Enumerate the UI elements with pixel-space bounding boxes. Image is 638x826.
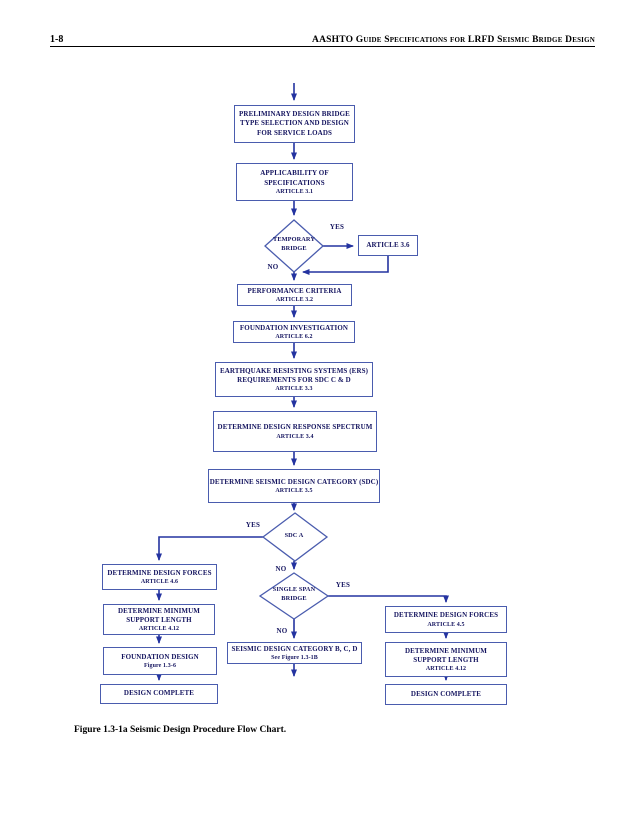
flow-node-applicability: APPLICABILITY OF SPECIFICATIONS ARTICLE … — [236, 163, 353, 201]
flow-node-title: FOUNDATION INVESTIGATION — [239, 323, 349, 332]
flow-node-article: ARTICLE 4.6 — [140, 579, 179, 586]
decision-diamond-single-span — [258, 572, 330, 620]
flow-node-title: PERFORMANCE CRITERIA — [247, 286, 342, 295]
flow-node-title: DETERMINE DESIGN FORCES — [393, 611, 499, 620]
flow-node-title: SEISMIC DESIGN CATEGORY B, C, D — [231, 644, 358, 653]
flow-node-support-length-left: DETERMINE MINIMUM SUPPORT LENGTH ARTICLE… — [103, 604, 215, 635]
flow-node-design-forces-right: DETERMINE DESIGN FORCES ARTICLE 4.5 — [385, 606, 507, 633]
flow-node-article: ARTICLE 3.5 — [275, 488, 313, 495]
edge-label-yes-single-span: YES — [335, 581, 351, 589]
decision-label-single-span: SINGLE SPAN BRIDGE — [272, 586, 316, 602]
page-header: 1-8 AASHTO Guide Specifications for LRFD… — [50, 31, 595, 47]
flow-node-title: PRELIMINARY DESIGN BRIDGE TYPE SELECTION… — [239, 110, 350, 137]
flow-node-title: ARTICLE 3.6 — [366, 240, 410, 249]
flow-node-title: DETERMINE SEISMIC DESIGN CATEGORY (SDC) — [209, 477, 379, 486]
edge-label-no-sdc-a: NO — [275, 565, 287, 573]
flow-node-title: EARTHQUAKE RESISTING SYSTEMS (ERS) REQUI… — [219, 366, 369, 384]
flow-node-foundation-investigation: FOUNDATION INVESTIGATION ARTICLE 6.2 — [233, 321, 355, 343]
edge-label-yes-temporary: YES — [329, 223, 345, 231]
flow-node-preliminary-design: PRELIMINARY DESIGN BRIDGE TYPE SELECTION… — [234, 105, 355, 143]
flow-node-article: ARTICLE 3.3 — [275, 386, 313, 393]
flow-node-article: ARTICLE 3.4 — [276, 433, 314, 440]
decision-label-temporary-bridge: TEMPORARY BRIDGE — [273, 236, 315, 252]
figure-caption: Figure 1.3-1a Seismic Design Procedure F… — [74, 725, 287, 735]
flow-node-foundation-design: FOUNDATION DESIGN Figure 1.3-6 — [103, 647, 217, 675]
flow-node-article: ARTICLE 4.5 — [427, 621, 465, 628]
flow-node-support-length-right: DETERMINE MINIMUM SUPPORT LENGTH ARTICLE… — [385, 642, 507, 677]
flow-node-title: FOUNDATION DESIGN — [121, 652, 199, 661]
edge-label-no-temporary: NO — [267, 263, 279, 271]
flow-node-design-complete-left: DESIGN COMPLETE — [100, 684, 218, 704]
flow-node-article: ARTICLE 3.1 — [275, 188, 314, 195]
flow-node-title: DETERMINE MINIMUM SUPPORT LENGTH — [404, 646, 487, 664]
flow-node-title: DESIGN COMPLETE — [123, 689, 195, 698]
connector-single-span-yes-right-branch — [328, 595, 449, 603]
flow-node-article: ARTICLE 4.12 — [425, 666, 467, 673]
decision-label-sdc-a: SDC A — [284, 532, 304, 539]
flow-node-ers-requirements: EARTHQUAKE RESISTING SYSTEMS (ERS) REQUI… — [215, 362, 373, 397]
flow-node-article-3-6: ARTICLE 3.6 — [358, 235, 418, 256]
flow-node-sdc-bcd: SEISMIC DESIGN CATEGORY B, C, D See Figu… — [227, 642, 362, 664]
flow-node-title: DETERMINE DESIGN FORCES — [107, 568, 212, 577]
flow-node-article: ARTICLE 3.2 — [275, 297, 314, 304]
flow-node-seismic-design-category: DETERMINE SEISMIC DESIGN CATEGORY (SDC) … — [208, 469, 380, 503]
flow-node-performance-criteria: PERFORMANCE CRITERIA ARTICLE 3.2 — [237, 284, 352, 306]
flow-node-title: DESIGN COMPLETE — [410, 689, 482, 698]
flow-node-title: APPLICABILITY OF SPECIFICATIONS — [260, 169, 329, 187]
flow-node-figure-ref: Figure 1.3-6 — [143, 663, 177, 670]
flow-node-title: DETERMINE DESIGN RESPONSE SPECTRUM — [217, 423, 373, 432]
connector-article36-return — [302, 256, 389, 275]
flow-node-article: ARTICLE 4.12 — [138, 626, 180, 633]
flow-node-design-forces-left: DETERMINE DESIGN FORCES ARTICLE 4.6 — [102, 564, 217, 590]
edge-label-no-single-span: NO — [276, 627, 288, 635]
flow-node-response-spectrum: DETERMINE DESIGN RESPONSE SPECTRUM ARTIC… — [213, 411, 377, 452]
decision-diamond-temporary-bridge — [264, 219, 324, 273]
flow-node-design-complete-right: DESIGN COMPLETE — [385, 684, 507, 705]
header-title: AASHTO Guide Specifications for LRFD Sei… — [312, 35, 595, 45]
page-number: 1-8 — [50, 34, 64, 45]
flow-node-title: DETERMINE MINIMUM SUPPORT LENGTH — [117, 606, 200, 624]
connector-sdca-yes-left-branch — [156, 536, 263, 561]
flow-node-figure-ref: See Figure 1.3-1B — [271, 655, 318, 662]
edge-label-yes-sdc-a: YES — [245, 521, 261, 529]
decision-diamond-sdc-a — [261, 512, 329, 562]
flow-node-article: ARTICLE 6.2 — [275, 334, 313, 341]
